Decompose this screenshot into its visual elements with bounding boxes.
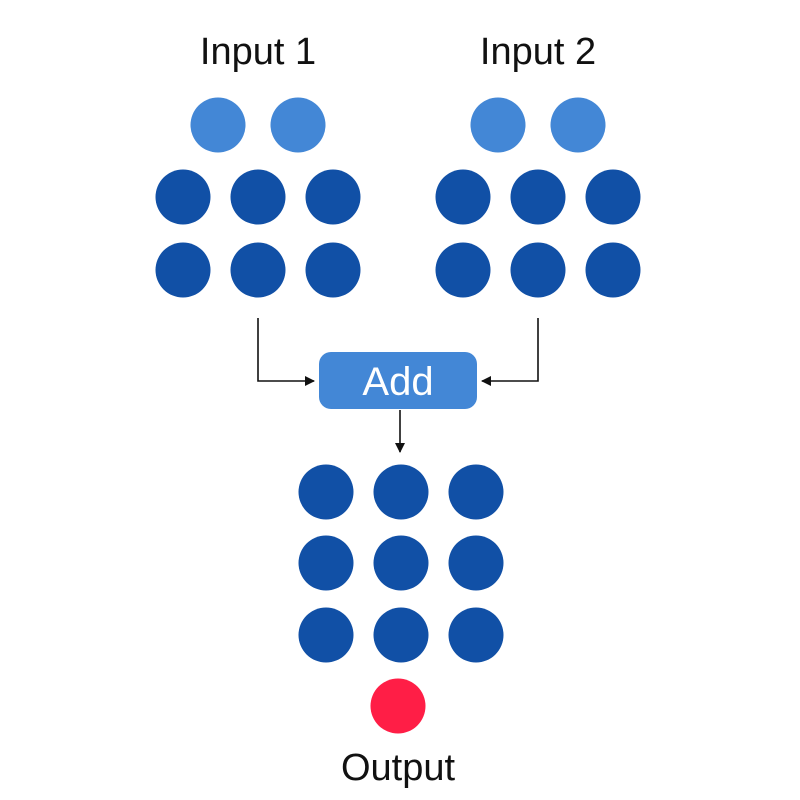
input2-node-r3-c3 (585, 242, 641, 298)
output-node-r3-c1 (298, 607, 354, 663)
input1-node-r3-c1 (155, 242, 211, 298)
output-label: Output (341, 747, 456, 789)
input2-node-r3-c1 (435, 242, 491, 298)
output-node (370, 678, 426, 734)
output-node-r2-c1 (298, 535, 354, 591)
input1-node-r1-c1 (190, 97, 246, 153)
input1-to-add-arrow (257, 318, 315, 386)
input2-node-group (435, 97, 641, 298)
input1-node-r2-c3 (305, 169, 361, 225)
add-box-background (319, 352, 477, 409)
input1-node-r3-c3 (305, 242, 361, 298)
input1-node-r1-c2 (270, 97, 326, 153)
input2-to-add-arrow (481, 318, 539, 386)
input2-node-r2-c2 (510, 169, 566, 225)
input2-node-r1-c1 (470, 97, 526, 153)
input2-node-r2-c3 (585, 169, 641, 225)
input1-node-r2-c2 (230, 169, 286, 225)
output-node-r1-c2 (373, 464, 429, 520)
output-node-r1-c1 (298, 464, 354, 520)
input1-node-r2-c1 (155, 169, 211, 225)
input2-node-r3-c2 (510, 242, 566, 298)
input1-label: Input 1 (200, 31, 316, 73)
input2-node-r1-c2 (550, 97, 606, 153)
output-node-r3-c3 (448, 607, 504, 663)
output-node-group (298, 464, 504, 663)
output-node-r2-c2 (373, 535, 429, 591)
add-operation-box: Add (319, 352, 477, 409)
add-box-label: Add (362, 360, 433, 404)
output-node-r2-c3 (448, 535, 504, 591)
input2-node-r2-c1 (435, 169, 491, 225)
output-node-r3-c2 (373, 607, 429, 663)
input1-node-group (155, 97, 361, 298)
input2-label: Input 2 (480, 31, 596, 73)
input1-node-r3-c2 (230, 242, 286, 298)
output-node-r1-c3 (448, 464, 504, 520)
